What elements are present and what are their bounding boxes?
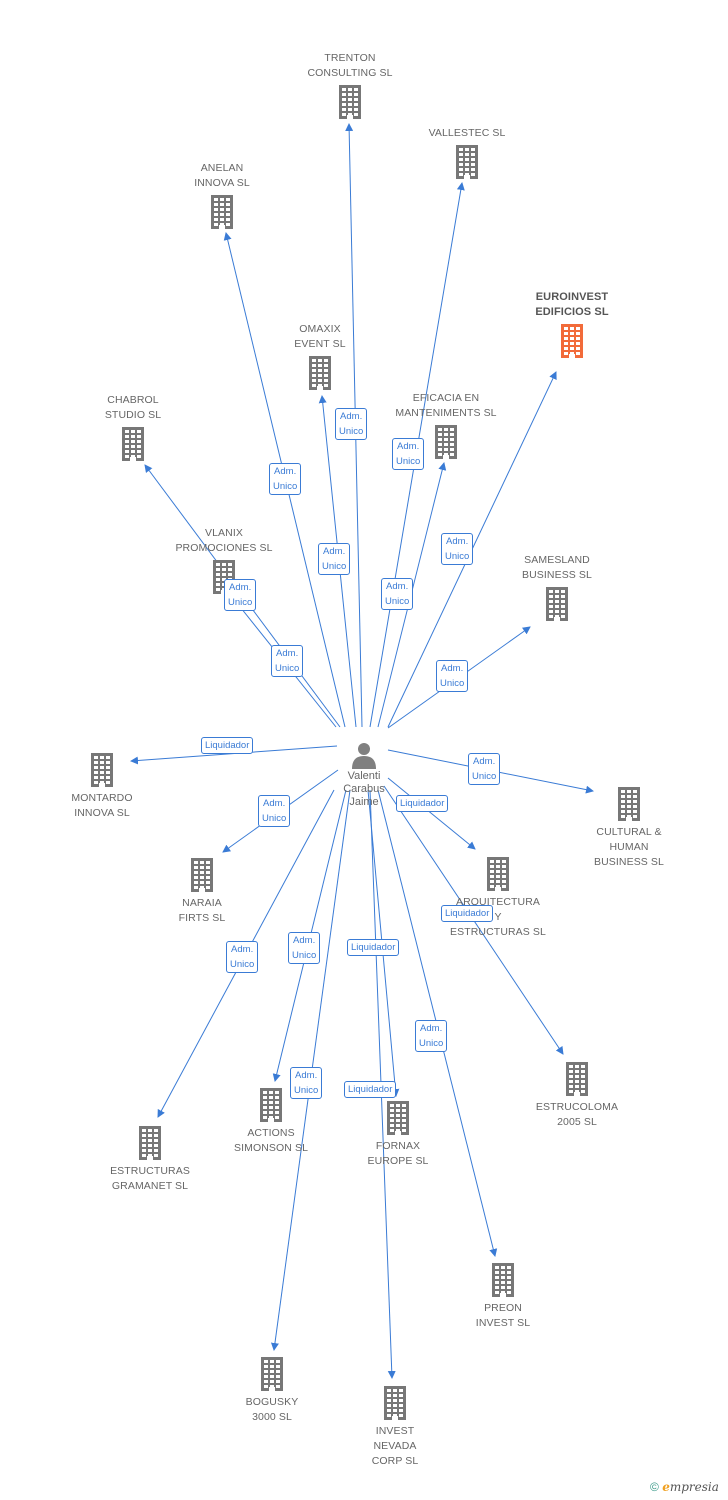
- relation-label-invest[interactable]: Liquidador: [344, 1081, 397, 1098]
- company-node-euroinvest[interactable]: EUROINVEST EDIFICIOS SL: [502, 290, 642, 358]
- company-node-vallestec[interactable]: VALLESTEC SL: [397, 126, 537, 179]
- building-icon: [435, 425, 457, 459]
- company-node-anelan[interactable]: ANELAN INNOVA SL: [152, 161, 292, 229]
- relation-label-euroinvest[interactable]: Adm. Unico: [441, 533, 474, 565]
- company-name: OMAXIX EVENT SL: [294, 323, 346, 350]
- relation-label-estrucoloma[interactable]: Liquidador: [441, 905, 494, 922]
- person-icon: [352, 743, 376, 769]
- company-name: ARQUITECTURA Y ESTRUCTURAS SL: [450, 896, 546, 938]
- building-icon: [309, 356, 331, 390]
- building-icon: [139, 1126, 161, 1160]
- company-node-actions[interactable]: ACTIONS SIMONSON SL: [201, 1088, 341, 1156]
- company-node-preon[interactable]: PREON INVEST SL: [433, 1263, 573, 1331]
- company-node-invest[interactable]: INVEST NEVADA CORP SL: [325, 1386, 465, 1469]
- building-icon: [492, 1263, 514, 1297]
- copyright-symbol: ©: [650, 1480, 659, 1494]
- company-name: ANELAN INNOVA SL: [194, 162, 250, 189]
- company-name: INVEST NEVADA CORP SL: [371, 1425, 419, 1467]
- building-icon: [260, 1088, 282, 1122]
- company-name: NARAIA FIRTS SL: [178, 897, 226, 924]
- person-name: Valenti Carabus Jaime: [343, 770, 385, 808]
- relation-label-vallestec[interactable]: Adm. Unico: [392, 438, 425, 470]
- company-node-bogusky[interactable]: BOGUSKY 3000 SL: [202, 1357, 342, 1425]
- relation-label-cultural[interactable]: Adm. Unico: [468, 753, 501, 785]
- company-name: TRENTON CONSULTING SL: [307, 52, 393, 79]
- company-node-montardo[interactable]: MONTARDO INNOVA SL: [32, 753, 172, 821]
- company-node-estructuras[interactable]: ESTRUCTURAS GRAMANET SL: [80, 1126, 220, 1194]
- relation-label-trenton[interactable]: Adm. Unico: [335, 408, 368, 440]
- company-node-omaxix[interactable]: OMAXIX EVENT SL: [250, 322, 390, 390]
- relation-edge-arquitectura: [387, 777, 476, 850]
- company-node-trenton[interactable]: TRENTON CONSULTING SL: [280, 51, 420, 119]
- relation-label-bogusky[interactable]: Adm. Unico: [290, 1067, 323, 1099]
- relation-label-montardo[interactable]: Liquidador: [201, 737, 254, 754]
- relation-label-samesland[interactable]: Adm. Unico: [436, 660, 469, 692]
- building-icon: [387, 1101, 409, 1135]
- relation-label-arquitectura[interactable]: Liquidador: [396, 795, 449, 812]
- company-name: ESTRUCOLOMA 2005 SL: [535, 1101, 619, 1128]
- relation-label-omaxix[interactable]: Adm. Unico: [318, 543, 351, 575]
- relation-label-chabrol[interactable]: Adm. Unico: [224, 579, 257, 611]
- footer-brand: © empresia: [650, 1480, 719, 1494]
- company-node-eficacia[interactable]: EFICACIA EN MANTENIMENTS SL: [376, 391, 516, 459]
- building-icon: [122, 427, 144, 461]
- company-node-naraia[interactable]: NARAIA FIRTS SL: [132, 858, 272, 926]
- relation-label-anelan[interactable]: Adm. Unico: [269, 463, 302, 495]
- building-icon: [384, 1386, 406, 1420]
- relation-label-fornax[interactable]: Liquidador: [347, 939, 400, 956]
- building-icon: [618, 787, 640, 821]
- relation-label-actions[interactable]: Adm. Unico: [288, 932, 321, 964]
- brand-logo[interactable]: empresia: [662, 1480, 719, 1494]
- building-icon: [456, 145, 478, 179]
- building-icon: [211, 195, 233, 229]
- building-icon: [191, 858, 213, 892]
- building-icon: [91, 753, 113, 787]
- company-name: CULTURAL & HUMAN BUSINESS SL: [594, 826, 664, 868]
- company-name: FORNAX EUROPE SL: [367, 1140, 429, 1167]
- company-name: BOGUSKY 3000 SL: [245, 1396, 299, 1423]
- building-icon: [561, 324, 583, 358]
- company-name: ACTIONS SIMONSON SL: [233, 1127, 309, 1154]
- relation-label-eficacia[interactable]: Adm. Unico: [381, 578, 414, 610]
- relation-label-preon[interactable]: Adm. Unico: [415, 1020, 448, 1052]
- company-node-arquitectura[interactable]: ARQUITECTURA Y ESTRUCTURAS SL: [428, 857, 568, 940]
- company-name: SAMESLAND BUSINESS SL: [522, 554, 592, 581]
- company-name: MONTARDO INNOVA SL: [71, 792, 133, 819]
- relation-label-estructuras[interactable]: Adm. Unico: [226, 941, 259, 973]
- building-icon: [261, 1357, 283, 1391]
- company-node-chabrol[interactable]: CHABROL STUDIO SL: [63, 393, 203, 461]
- company-name: CHABROL STUDIO SL: [104, 394, 162, 421]
- company-name: ESTRUCTURAS GRAMANET SL: [110, 1165, 190, 1192]
- relation-label-naraia[interactable]: Adm. Unico: [258, 795, 291, 827]
- company-node-samesland[interactable]: SAMESLAND BUSINESS SL: [487, 553, 627, 621]
- company-name: VLANIX PROMOCIONES SL: [175, 527, 273, 554]
- company-node-estrucoloma[interactable]: ESTRUCOLOMA 2005 SL: [507, 1062, 647, 1130]
- person-node[interactable]: Valenti Carabus Jaime: [324, 740, 404, 809]
- company-name: VALLESTEC SL: [428, 127, 506, 139]
- company-node-cultural[interactable]: CULTURAL & HUMAN BUSINESS SL: [559, 787, 699, 870]
- relation-label-vlanix[interactable]: Adm. Unico: [271, 645, 304, 677]
- company-name: PREON INVEST SL: [475, 1302, 531, 1329]
- building-icon: [487, 857, 509, 891]
- building-icon: [339, 85, 361, 119]
- building-icon: [566, 1062, 588, 1096]
- building-icon: [546, 587, 568, 621]
- company-name: EUROINVEST EDIFICIOS SL: [535, 291, 609, 318]
- company-name: EFICACIA EN MANTENIMENTS SL: [395, 392, 497, 419]
- company-node-fornax[interactable]: FORNAX EUROPE SL: [328, 1101, 468, 1169]
